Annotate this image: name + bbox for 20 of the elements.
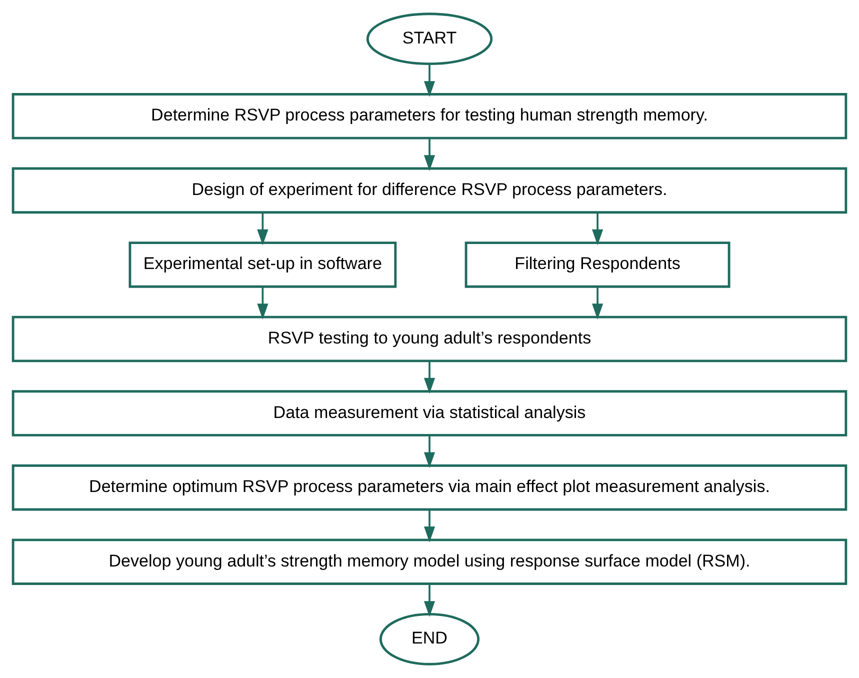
node-ellipse: END	[379, 612, 480, 666]
node-box: Experimental set-up in software	[128, 242, 397, 288]
arrow	[424, 584, 436, 617]
node-box: Filtering Respondents	[464, 242, 730, 288]
arrow	[592, 212, 604, 246]
arrow	[424, 64, 436, 97]
node-box: Data measurement via statistical analysis	[12, 390, 848, 436]
arrow	[424, 361, 436, 394]
node-box: Develop young adult’s strength memory model using response surface model (RSM).	[12, 538, 848, 585]
node-box: Determine RSVP process parameters for testing human strength memory.	[12, 93, 848, 140]
arrow	[257, 212, 268, 246]
arrow	[592, 287, 604, 320]
node-box: RSVP testing to young adult’s respondents	[12, 316, 848, 362]
node-box: Design of experiment for difference RSVP process parameters.	[12, 167, 848, 214]
arrow	[257, 287, 268, 320]
node-ellipse: START	[366, 12, 493, 66]
arrow	[424, 436, 436, 468]
arrow	[424, 138, 436, 171]
arrow	[424, 510, 436, 542]
node-box: Determine optimum RSVP process parameters via main effect plot measurement analysis.	[12, 464, 848, 511]
